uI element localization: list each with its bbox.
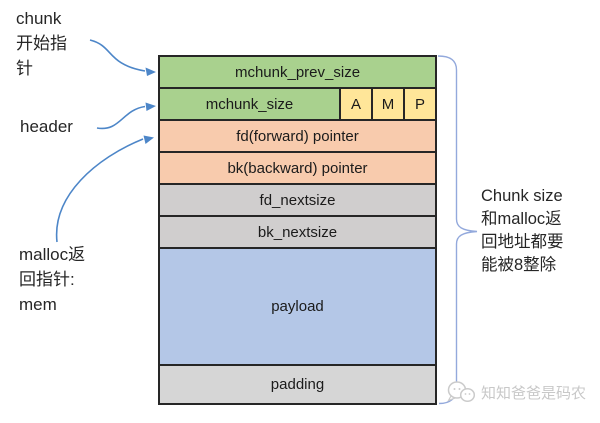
row-label: fd(forward) pointer bbox=[236, 127, 359, 145]
chunk-row-bk-nextsize: bk_nextsize bbox=[160, 217, 435, 249]
row-label: payload bbox=[271, 298, 324, 315]
row-label: mchunk_prev_size bbox=[234, 63, 361, 81]
chunk-row-mchunk-prev-size: mchunk_prev_size bbox=[160, 57, 435, 89]
row-label: bk_nextsize bbox=[257, 223, 338, 241]
chunk-row-fd-pointer: fd(forward) pointer bbox=[160, 121, 435, 153]
row-label: bk(backward) pointer bbox=[227, 159, 368, 177]
chunk-row-mchunk-size: mchunk_size A M P bbox=[160, 89, 435, 121]
malloc-return-pointer-label: malloc返 回指针: mem bbox=[19, 245, 86, 314]
flag-label: M bbox=[381, 95, 395, 113]
mem-arrow bbox=[55, 135, 154, 243]
chunk-row-payload: payload bbox=[160, 249, 435, 366]
chunk-row-padding: padding bbox=[160, 366, 435, 403]
chunk-row-bk-pointer: bk(backward) pointer bbox=[160, 153, 435, 185]
alignment-note-label: Chunk size 和malloc返 回地址都要 能被8整除 bbox=[481, 187, 564, 274]
watermark-logo-icon bbox=[447, 381, 476, 402]
header-label: header bbox=[20, 117, 73, 136]
watermark-text: 知知爸爸是码农 bbox=[481, 384, 587, 402]
chunk-structure: mchunk_prev_size mchunk_size A M P fd(fo… bbox=[158, 55, 437, 405]
header-arrow bbox=[96, 102, 156, 130]
flag-cell-a: A bbox=[339, 89, 371, 119]
flag-cell-m: M bbox=[371, 89, 403, 119]
chunk-row-fd-nextsize: fd_nextsize bbox=[160, 185, 435, 217]
chunk-start-pointer-label: chunk 开始指 针 bbox=[16, 9, 67, 78]
right-brace bbox=[437, 55, 478, 405]
flag-label: P bbox=[414, 95, 425, 113]
row-label: padding bbox=[270, 376, 325, 393]
row-label: fd_nextsize bbox=[259, 191, 336, 209]
chunk-start-arrow bbox=[89, 39, 156, 76]
flag-cell-p: P bbox=[403, 89, 435, 119]
flag-label: A bbox=[350, 95, 361, 113]
watermark: 知知爸爸是码农 bbox=[446, 379, 586, 405]
row-label: mchunk_size bbox=[205, 95, 294, 113]
